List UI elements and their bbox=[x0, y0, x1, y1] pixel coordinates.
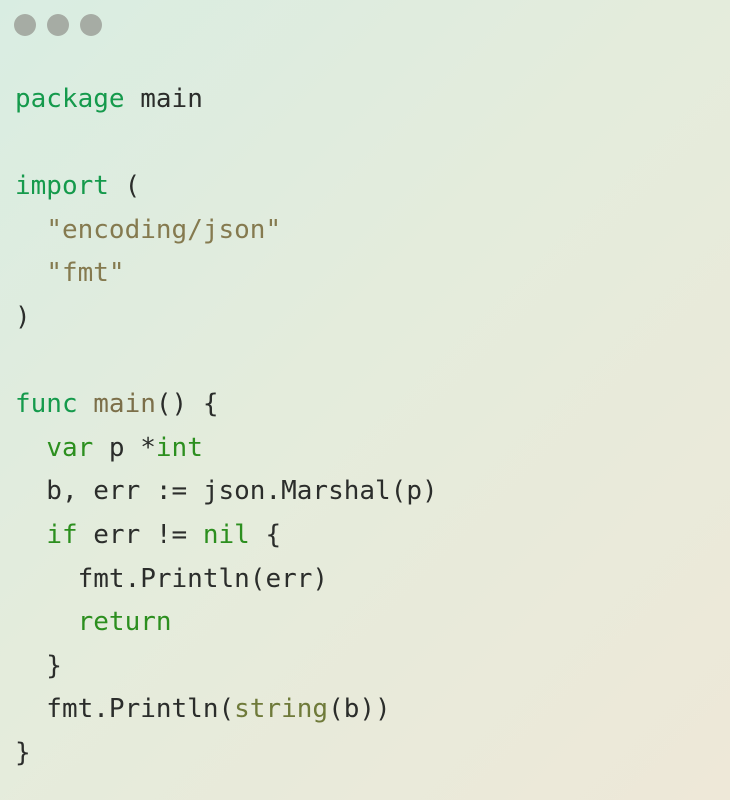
code-line: var p *int bbox=[15, 427, 438, 471]
code-token bbox=[15, 520, 46, 550]
code-block: package main​import ( "encoding/json" "f… bbox=[15, 78, 438, 776]
window-controls bbox=[14, 14, 102, 36]
code-token: main bbox=[93, 389, 156, 420]
code-token: var bbox=[46, 432, 94, 463]
minimize-window-dot[interactable] bbox=[47, 14, 69, 36]
code-line: import ( bbox=[15, 165, 438, 209]
code-line: ​ bbox=[15, 122, 438, 166]
code-token: if bbox=[46, 519, 78, 550]
code-token: fmt.Println(err) bbox=[15, 563, 329, 594]
code-token: (b)) bbox=[328, 694, 391, 725]
code-token: package bbox=[15, 84, 125, 114]
code-token: return bbox=[77, 607, 172, 638]
code-token bbox=[78, 389, 94, 419]
code-token: main bbox=[124, 84, 203, 114]
code-line: "fmt" bbox=[15, 252, 438, 296]
code-token: () { bbox=[155, 389, 219, 420]
code-token: } bbox=[15, 650, 62, 681]
code-token: import bbox=[15, 171, 109, 202]
code-token bbox=[15, 433, 46, 463]
code-token: } bbox=[15, 737, 31, 768]
code-line: fmt.Println(err) bbox=[15, 558, 438, 602]
code-token: ( bbox=[108, 171, 141, 202]
code-token: string bbox=[234, 694, 329, 725]
code-line: func main() { bbox=[15, 383, 438, 427]
code-line: package main bbox=[15, 78, 438, 122]
code-token: "encoding/json" bbox=[46, 214, 282, 245]
code-token: p * bbox=[93, 432, 156, 463]
code-token: err != bbox=[77, 519, 203, 550]
code-token: b, err := json.Marshal(p) bbox=[15, 476, 438, 507]
code-token bbox=[15, 215, 46, 245]
code-token: "fmt" bbox=[46, 258, 125, 289]
code-line: if err != nil { bbox=[15, 514, 438, 558]
code-line: } bbox=[15, 645, 438, 689]
code-line: b, err := json.Marshal(p) bbox=[15, 470, 438, 514]
code-token: { bbox=[249, 519, 282, 550]
code-line: return bbox=[15, 601, 438, 645]
code-line: } bbox=[15, 732, 438, 776]
code-token bbox=[15, 607, 78, 637]
code-line: ​ bbox=[15, 340, 438, 384]
code-line: fmt.Println(string(b)) bbox=[15, 688, 438, 732]
code-token: ) bbox=[15, 301, 31, 332]
code-token: func bbox=[15, 389, 78, 420]
maximize-window-dot[interactable] bbox=[80, 14, 102, 36]
code-token bbox=[15, 258, 46, 288]
close-window-dot[interactable] bbox=[14, 14, 36, 36]
code-token: fmt.Println( bbox=[15, 694, 235, 725]
code-line: ) bbox=[15, 296, 438, 340]
code-line: "encoding/json" bbox=[15, 209, 438, 253]
code-token: nil bbox=[202, 519, 250, 550]
code-token: int bbox=[155, 432, 203, 463]
